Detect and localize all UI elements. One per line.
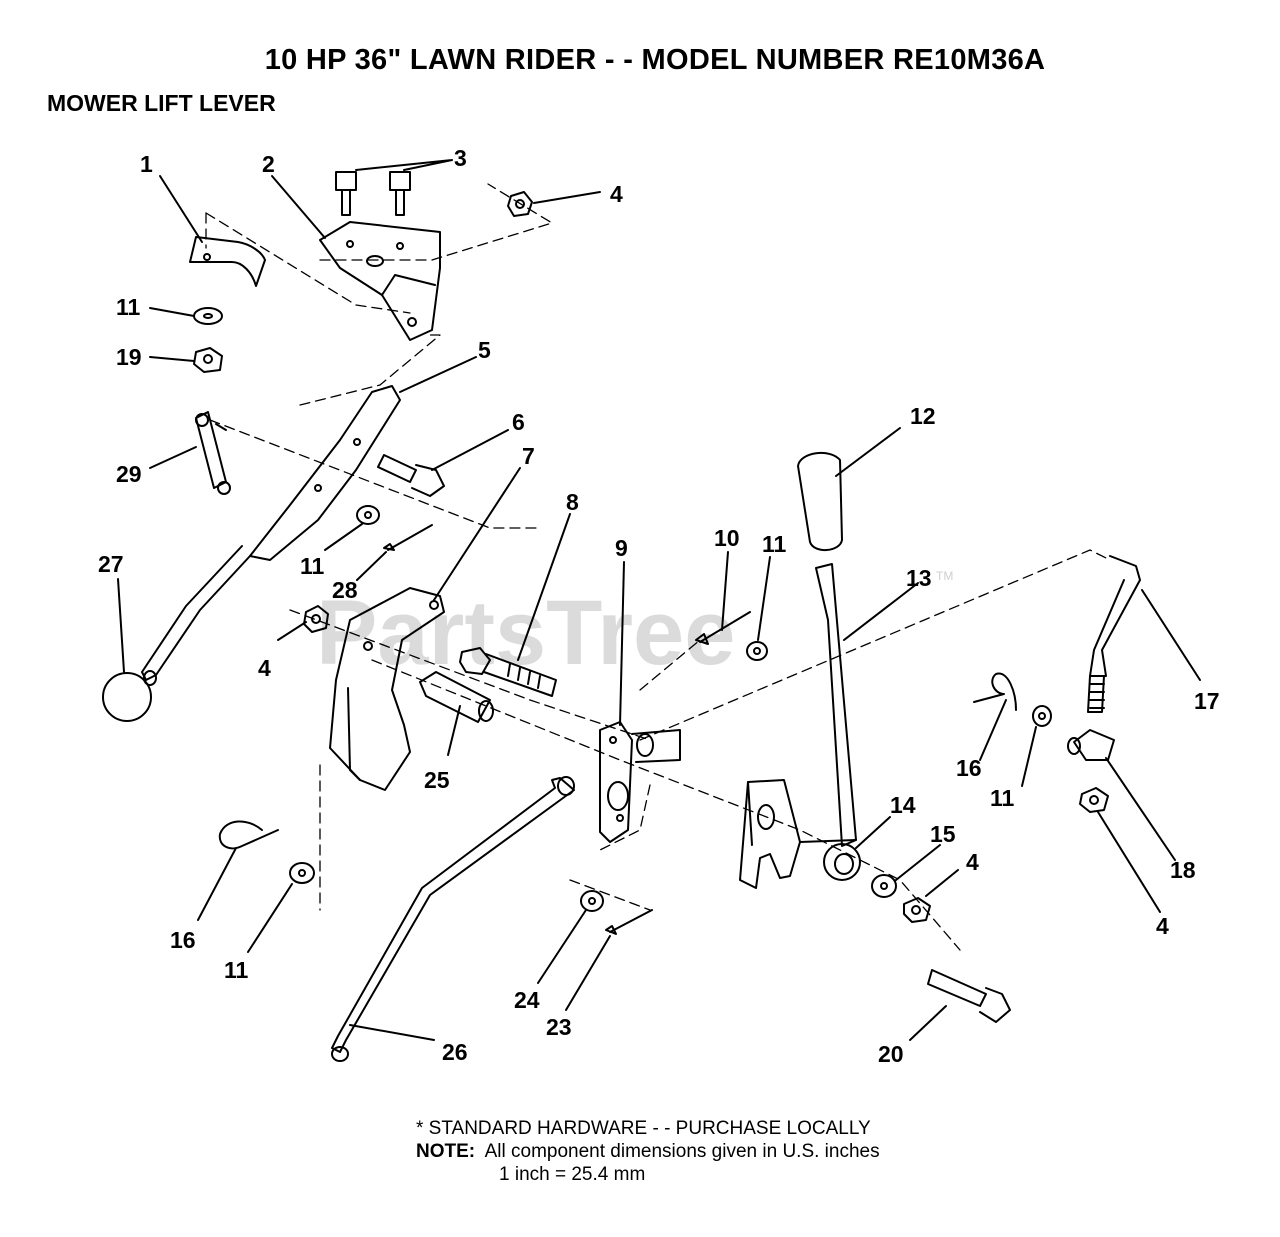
- part-11-washer-right: [746, 641, 768, 661]
- part-11-washer-top: [193, 307, 223, 325]
- callout-11-lower-left: 11: [224, 957, 249, 983]
- callout-labels: 1 2 3 4 11 19 5 12 29 6 7 8 27 11 28 9 1…: [98, 145, 1220, 1067]
- callout-1: 1: [140, 151, 153, 177]
- callout-27: 27: [98, 551, 124, 577]
- callout-28: 28: [332, 577, 358, 603]
- callout-12: 12: [910, 403, 936, 429]
- note-label: NOTE:: [416, 1141, 476, 1162]
- part-11-washer-lower-left: [289, 862, 315, 884]
- assembly-lines: [205, 183, 1111, 951]
- part-2-bracket: [319, 221, 441, 341]
- note-text: All component dimensions given in U.S. i…: [475, 1141, 880, 1162]
- callout-4-far-right: 4: [1156, 913, 1169, 939]
- part-26-rod: [331, 776, 575, 1062]
- part-11-washer-far-right: [1032, 705, 1052, 727]
- part-20-bolt: [927, 969, 1011, 1023]
- part-16-clip-right: [973, 672, 1017, 711]
- callout-11-far-right: 11: [990, 785, 1015, 811]
- watermark: PartsTree: [316, 582, 735, 684]
- watermark-tm: TM: [936, 569, 953, 583]
- callout-4-left: 4: [258, 655, 271, 681]
- part-28-cotter: [383, 524, 433, 551]
- leader-lines: [117, 159, 1201, 1041]
- callout-9: 9: [615, 535, 628, 561]
- part-11-washer-mid: [356, 505, 380, 525]
- part-29-link: [195, 411, 231, 495]
- part-4-nut-top: [507, 191, 533, 217]
- footer-notes: * STANDARD HARDWARE - - PURCHASE LOCALLY…: [416, 1117, 880, 1186]
- callout-16-right: 16: [956, 755, 982, 781]
- part-15-washer: [871, 874, 897, 898]
- part-19-nut: [193, 347, 223, 373]
- callout-11-mid: 11: [300, 553, 325, 579]
- callout-7: 7: [522, 443, 535, 469]
- part-17-rod: [1087, 555, 1141, 713]
- part-27-knob: [102, 672, 152, 722]
- callout-20: 20: [878, 1041, 904, 1067]
- callout-2: 2: [262, 151, 275, 177]
- callout-15: 15: [930, 821, 956, 847]
- callout-24: 24: [514, 987, 540, 1013]
- callout-23: 23: [546, 1014, 572, 1040]
- callout-14: 14: [890, 792, 916, 818]
- callout-10: 10: [714, 525, 740, 551]
- diagram-subtitle: MOWER LIFT LEVER: [47, 90, 276, 116]
- callout-6: 6: [512, 409, 525, 435]
- part-10-cotter: [695, 611, 751, 645]
- callout-17: 17: [1194, 688, 1220, 714]
- callout-29: 29: [116, 461, 142, 487]
- part-12-grip: [797, 451, 843, 551]
- callout-11-right: 11: [762, 531, 787, 557]
- conversion-note: 1 inch = 25.4 mm: [499, 1164, 646, 1185]
- diagram-title: 10 HP 36" LAWN RIDER - - MODEL NUMBER RE…: [264, 44, 1046, 76]
- part-13-handle-lever: [739, 563, 857, 889]
- callout-4-bottom: 4: [966, 849, 979, 875]
- part-3-bolts: [335, 171, 411, 216]
- part-14-bushing: [823, 843, 861, 881]
- part-24-washer: [580, 890, 604, 912]
- part-18-trunnion: [1067, 729, 1115, 761]
- callout-16-left: 16: [170, 927, 196, 953]
- dimensions-note: NOTE: All component dimensions given in …: [416, 1140, 880, 1163]
- callout-11-top: 11: [116, 294, 141, 320]
- part-8-bolt-long: [459, 647, 557, 697]
- callout-3: 3: [454, 145, 467, 171]
- callout-26: 26: [442, 1039, 468, 1065]
- callout-4-top: 4: [610, 181, 623, 207]
- part-5-lift-arm: [141, 385, 401, 686]
- part-16-clip-left: [218, 820, 279, 850]
- standard-hardware-note: * STANDARD HARDWARE - - PURCHASE LOCALLY: [416, 1118, 871, 1139]
- part-6-bolt: [377, 454, 445, 497]
- part-4-nut-far-right: [1079, 787, 1109, 813]
- callout-5: 5: [478, 337, 491, 363]
- part-4-nut-bottom: [903, 897, 931, 923]
- callout-13: 13: [906, 565, 932, 591]
- part-25-spacer: [419, 671, 494, 723]
- part-23-cotter: [605, 909, 653, 935]
- callout-25: 25: [424, 767, 450, 793]
- callout-8: 8: [566, 489, 579, 515]
- callout-19: 19: [116, 344, 142, 370]
- callout-18: 18: [1170, 857, 1196, 883]
- part-1-clip: [189, 236, 266, 287]
